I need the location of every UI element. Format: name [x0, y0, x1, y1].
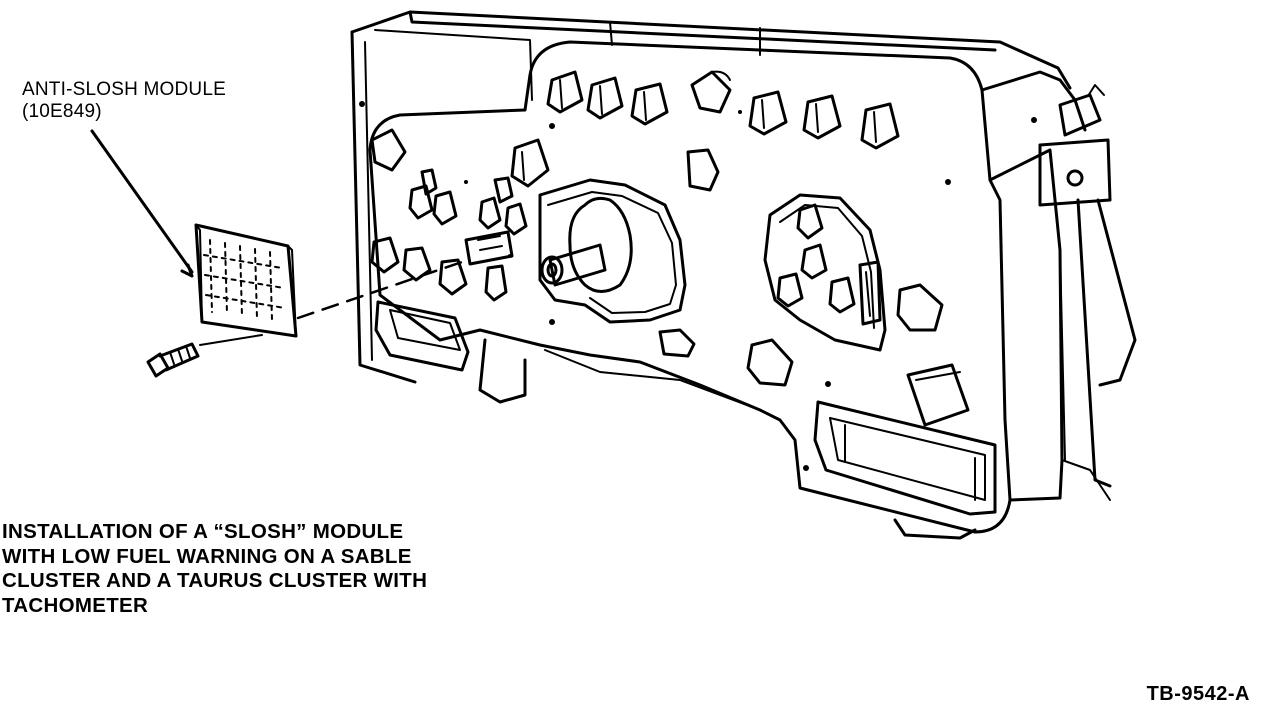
screw-alignment-line — [199, 334, 263, 346]
anti-slosh-module — [194, 223, 298, 338]
callout-leader-line — [90, 129, 194, 274]
caption-line-4: TACHOMETER — [2, 593, 149, 617]
figure-id: TB-9542-A — [1146, 683, 1250, 705]
module-callout-part-number: (10E849) — [22, 101, 102, 122]
bulb-sockets-right — [658, 203, 970, 427]
figure-caption: INSTALLATION OF A “SLOSH” MODULE WITH LO… — [2, 520, 427, 618]
callout-arrowhead — [180, 263, 194, 278]
connector-right — [813, 400, 997, 516]
bulb-sockets-top — [546, 70, 900, 150]
module-callout-name: ANTI-SLOSH MODULE — [22, 79, 226, 100]
caption-line-1: INSTALLATION OF A “SLOSH” MODULE — [2, 520, 404, 543]
caption-line-2: WITH LOW FUEL WARNING ON A SABLE — [2, 544, 412, 568]
module-alignment-line — [296, 260, 464, 320]
caption-line-3: CLUSTER AND A TAURUS CLUSTER WITH — [2, 569, 428, 592]
screw — [146, 342, 200, 378]
instrument-cluster — [350, 10, 1137, 540]
module-callout-label: ANTI-SLOSH MODULE (10E849) — [22, 79, 226, 123]
connector-left — [374, 300, 470, 372]
